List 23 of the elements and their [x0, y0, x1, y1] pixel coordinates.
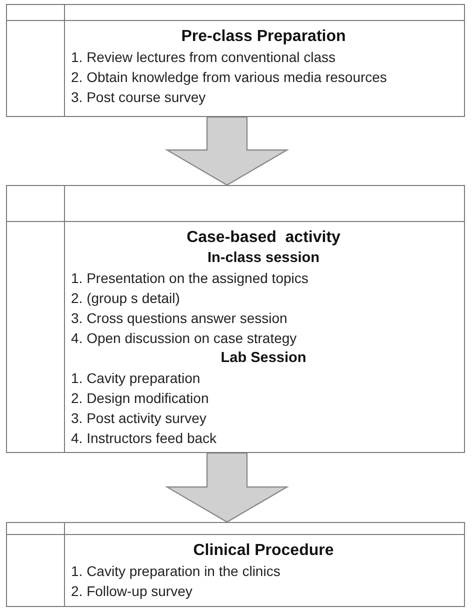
section-heading: Clinical Procedure [193, 541, 334, 561]
list-item: 2. Follow-up survey [71, 582, 192, 601]
section-heading: Case-based activity [186, 228, 340, 248]
section-heading: In-class session [207, 249, 320, 268]
list-item: 1. Cavity preparation [71, 369, 200, 388]
table-box [6, 522, 465, 607]
list-item: 1. Review lectures from conventional class [71, 48, 336, 67]
list-item: 3. Post activity survey [71, 409, 206, 428]
list-item: 2. (group s detail) [71, 289, 180, 308]
section-heading: Pre-class Preparation [181, 27, 346, 47]
list-item: 2. Obtain knowledge from various media resources [71, 68, 387, 87]
list-item: 4. Instructors feed back [71, 429, 217, 448]
list-item: 4. Open discussion on case strategy [71, 329, 297, 348]
list-item: 1. Presentation on the assigned topics [71, 269, 308, 288]
block-arrow [164, 116, 290, 186]
block-arrow [164, 452, 290, 523]
list-item: 3. Post course survey [71, 88, 206, 107]
table-box [6, 185, 465, 453]
table-box [6, 4, 465, 117]
list-item: 3. Cross questions answer session [71, 309, 288, 328]
list-item: 2. Design modification [71, 389, 209, 408]
section-heading: Lab Session [220, 349, 306, 368]
list-item: 1. Cavity preparation in the clinics [71, 562, 280, 581]
